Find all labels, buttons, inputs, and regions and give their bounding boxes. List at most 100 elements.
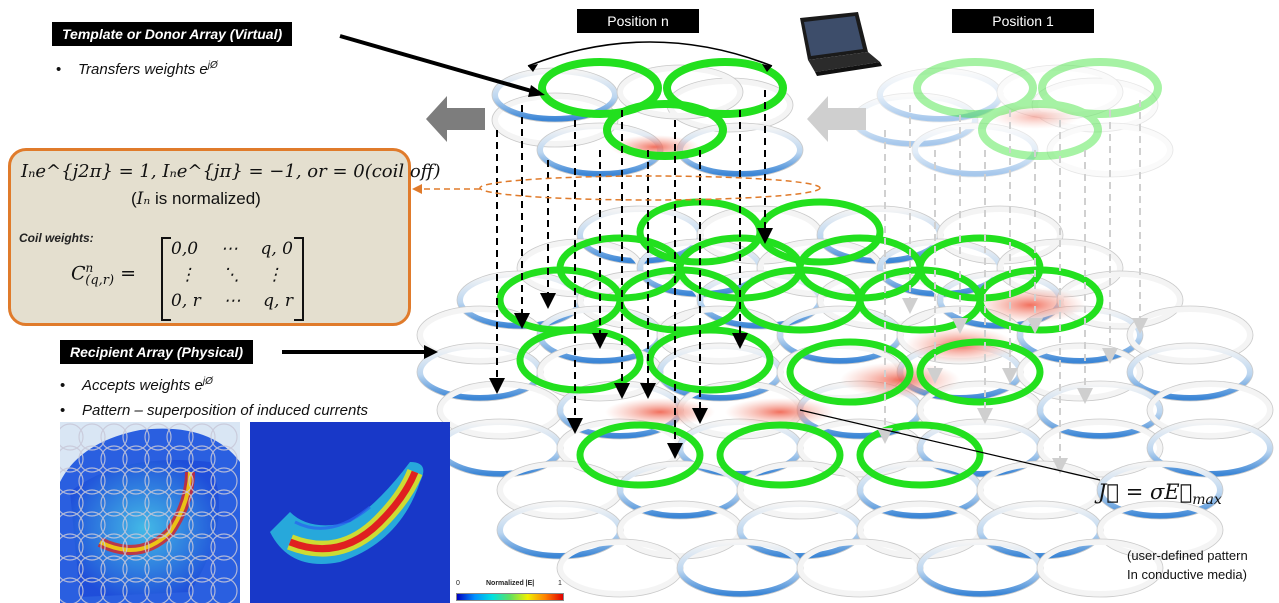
current-eq-main: J⃗ = σE⃗ — [1098, 480, 1193, 504]
heatmap-coil-outline — [144, 555, 172, 583]
heatmap-coil-outline — [100, 489, 128, 517]
heatmap-coil-outline — [188, 533, 216, 561]
colorbar-title: Normalized |E| — [486, 580, 535, 587]
inactive-coil — [937, 206, 1063, 264]
position-curved-arrow — [527, 41, 773, 67]
coil — [1037, 381, 1163, 439]
heatmap-coil-outline — [210, 445, 238, 473]
colorbar — [456, 593, 564, 601]
heatmap-coil-outline — [60, 577, 84, 603]
active-coil — [786, 338, 914, 406]
note-prefix: ( — [131, 189, 137, 208]
template-bullet: •Transfers weights ejØ — [56, 60, 218, 78]
note-var: Iₙ — [136, 189, 151, 209]
heatmap-coil-outline — [210, 467, 238, 495]
template-bullet-text: Transfers weights e — [78, 61, 208, 78]
coil-outline — [1016, 342, 1144, 402]
coil — [917, 539, 1043, 597]
heatmap-coil-outline — [100, 511, 128, 539]
coil-outline — [616, 500, 744, 560]
coil-outline — [976, 500, 1104, 560]
inactive-coil — [1037, 539, 1163, 597]
heatmap-coil-outline — [166, 423, 194, 451]
coil-outline — [1146, 380, 1274, 440]
heatmap-coil-outline — [144, 423, 172, 451]
heatmap-coil-outline — [210, 511, 238, 539]
curved-arrow-head-left — [528, 64, 538, 72]
matrix-bracket-left — [161, 237, 171, 321]
heatmap-coil-outline — [78, 423, 106, 451]
recipient-array-title: Recipient Array (Physical) — [60, 340, 253, 364]
heatmap-coil-outline — [144, 511, 172, 539]
heatmap-coil-outline — [166, 533, 194, 561]
plane-ellipse — [479, 175, 821, 201]
coil-outline — [1146, 418, 1274, 478]
heatmap-coil-outline — [78, 467, 106, 495]
active-coil — [856, 421, 984, 489]
heatmap-coil-outline — [78, 445, 106, 473]
heatmap-coil-outline — [60, 533, 84, 561]
matrix-row: 0, r ⋯ q, r — [171, 291, 293, 317]
heatmap-coil-outline — [100, 555, 128, 583]
coil-weights-label: Coil weights: — [19, 231, 94, 245]
heatmap-coil-outline — [166, 467, 194, 495]
curved-arrow-head-right — [762, 64, 772, 72]
heatmap-coil-outline — [210, 555, 238, 583]
heatmap-coil-outline — [188, 511, 216, 539]
heatmap-coil-outline — [210, 533, 238, 561]
active-coil — [716, 421, 844, 489]
projection-arrows — [489, 90, 773, 459]
coil — [737, 501, 863, 559]
heatmap-coil-outline — [166, 489, 194, 517]
matrix-cell: 0,0 — [171, 239, 199, 259]
donor-active-coils — [538, 58, 787, 160]
arrow-left-icon — [807, 96, 866, 142]
heatmap-coil-outline — [60, 555, 84, 583]
coil-outline — [936, 205, 1064, 265]
coil — [1127, 343, 1253, 401]
heatmap-coil-outline — [60, 489, 84, 517]
coil-outline — [536, 342, 664, 402]
current-pointer — [799, 409, 1101, 481]
heatmap-coil-outline — [122, 467, 150, 495]
active-coil — [516, 326, 644, 394]
inactive-coil — [617, 501, 743, 559]
heatmap-coil-outline — [144, 489, 172, 517]
coil — [877, 68, 1003, 122]
heatmap-with-coils-image — [60, 422, 240, 603]
colorbar-labels: 0 Normalized |E| 1 — [456, 580, 564, 592]
matrix-sup: n — [85, 261, 94, 275]
arrow-left-icon — [426, 96, 485, 142]
active-coil — [1038, 58, 1162, 118]
heatmap-coil-outline — [210, 489, 238, 517]
heatmap-coil-outline — [122, 533, 150, 561]
heatmap-coil-outline — [122, 555, 150, 583]
recipient-bullet-2-text: Pattern – superposition of induced curre… — [82, 402, 369, 419]
active-coil — [913, 58, 1037, 118]
template-pointer-head — [528, 85, 545, 97]
heatmap-coil-outline — [144, 467, 172, 495]
donor-array-rings — [491, 64, 804, 178]
matrix-cell: ⋱ — [222, 265, 240, 285]
heatmap-coil-outline — [144, 445, 172, 473]
template-pointer — [339, 34, 536, 94]
matrix-lhs: Cn(q,r) = — [71, 261, 137, 289]
template-bullet-sup: jØ — [207, 60, 218, 71]
coil-outline — [556, 538, 684, 598]
coil-outline — [436, 418, 564, 478]
active-coil — [978, 100, 1102, 160]
inactive-coil — [1147, 381, 1273, 439]
inactive-coil — [857, 501, 983, 559]
coil-outline — [1036, 538, 1164, 598]
heatmap-coil-outline — [188, 423, 216, 451]
heatmap-coil-outline — [100, 467, 128, 495]
heatmap-coil-outline — [60, 467, 84, 495]
plane-link-arrowhead — [412, 184, 422, 194]
coil-outline — [796, 538, 924, 598]
inactive-coil — [797, 539, 923, 597]
heatmap-coil-outline — [122, 489, 150, 517]
template-array-title: Template or Donor Array (Virtual) — [52, 22, 293, 46]
user-pattern-line-1: (user-defined pattern — [1127, 548, 1248, 563]
position1-active-coils — [913, 58, 1162, 160]
